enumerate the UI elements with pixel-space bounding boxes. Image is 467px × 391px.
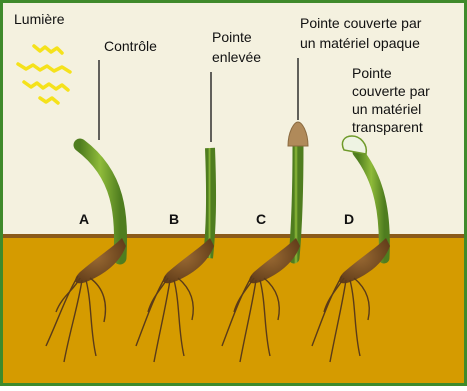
label-d-line-2: couverte par — [352, 83, 430, 99]
label-c-line-2: un matériel opaque — [300, 35, 420, 51]
label-d-line-3: un matériel — [352, 101, 421, 117]
soil-area — [3, 236, 464, 383]
label-d-line-1: Pointe — [352, 65, 392, 81]
plant-letter-a: A — [79, 211, 89, 227]
plant-letter-d: D — [344, 211, 354, 227]
label-b-line-1: Pointe — [212, 29, 252, 45]
label-a-line-1: Contrôle — [104, 38, 157, 54]
soil-surface-line — [3, 234, 464, 238]
label-b-line-2: enlevée — [212, 49, 261, 65]
light-label: Lumière — [14, 11, 65, 27]
plant-letter-b: B — [169, 211, 179, 227]
label-d-line-4: transparent — [352, 119, 423, 135]
plant-letter-c: C — [256, 211, 266, 227]
label-c-line-1: Pointe couverte par — [300, 15, 422, 31]
